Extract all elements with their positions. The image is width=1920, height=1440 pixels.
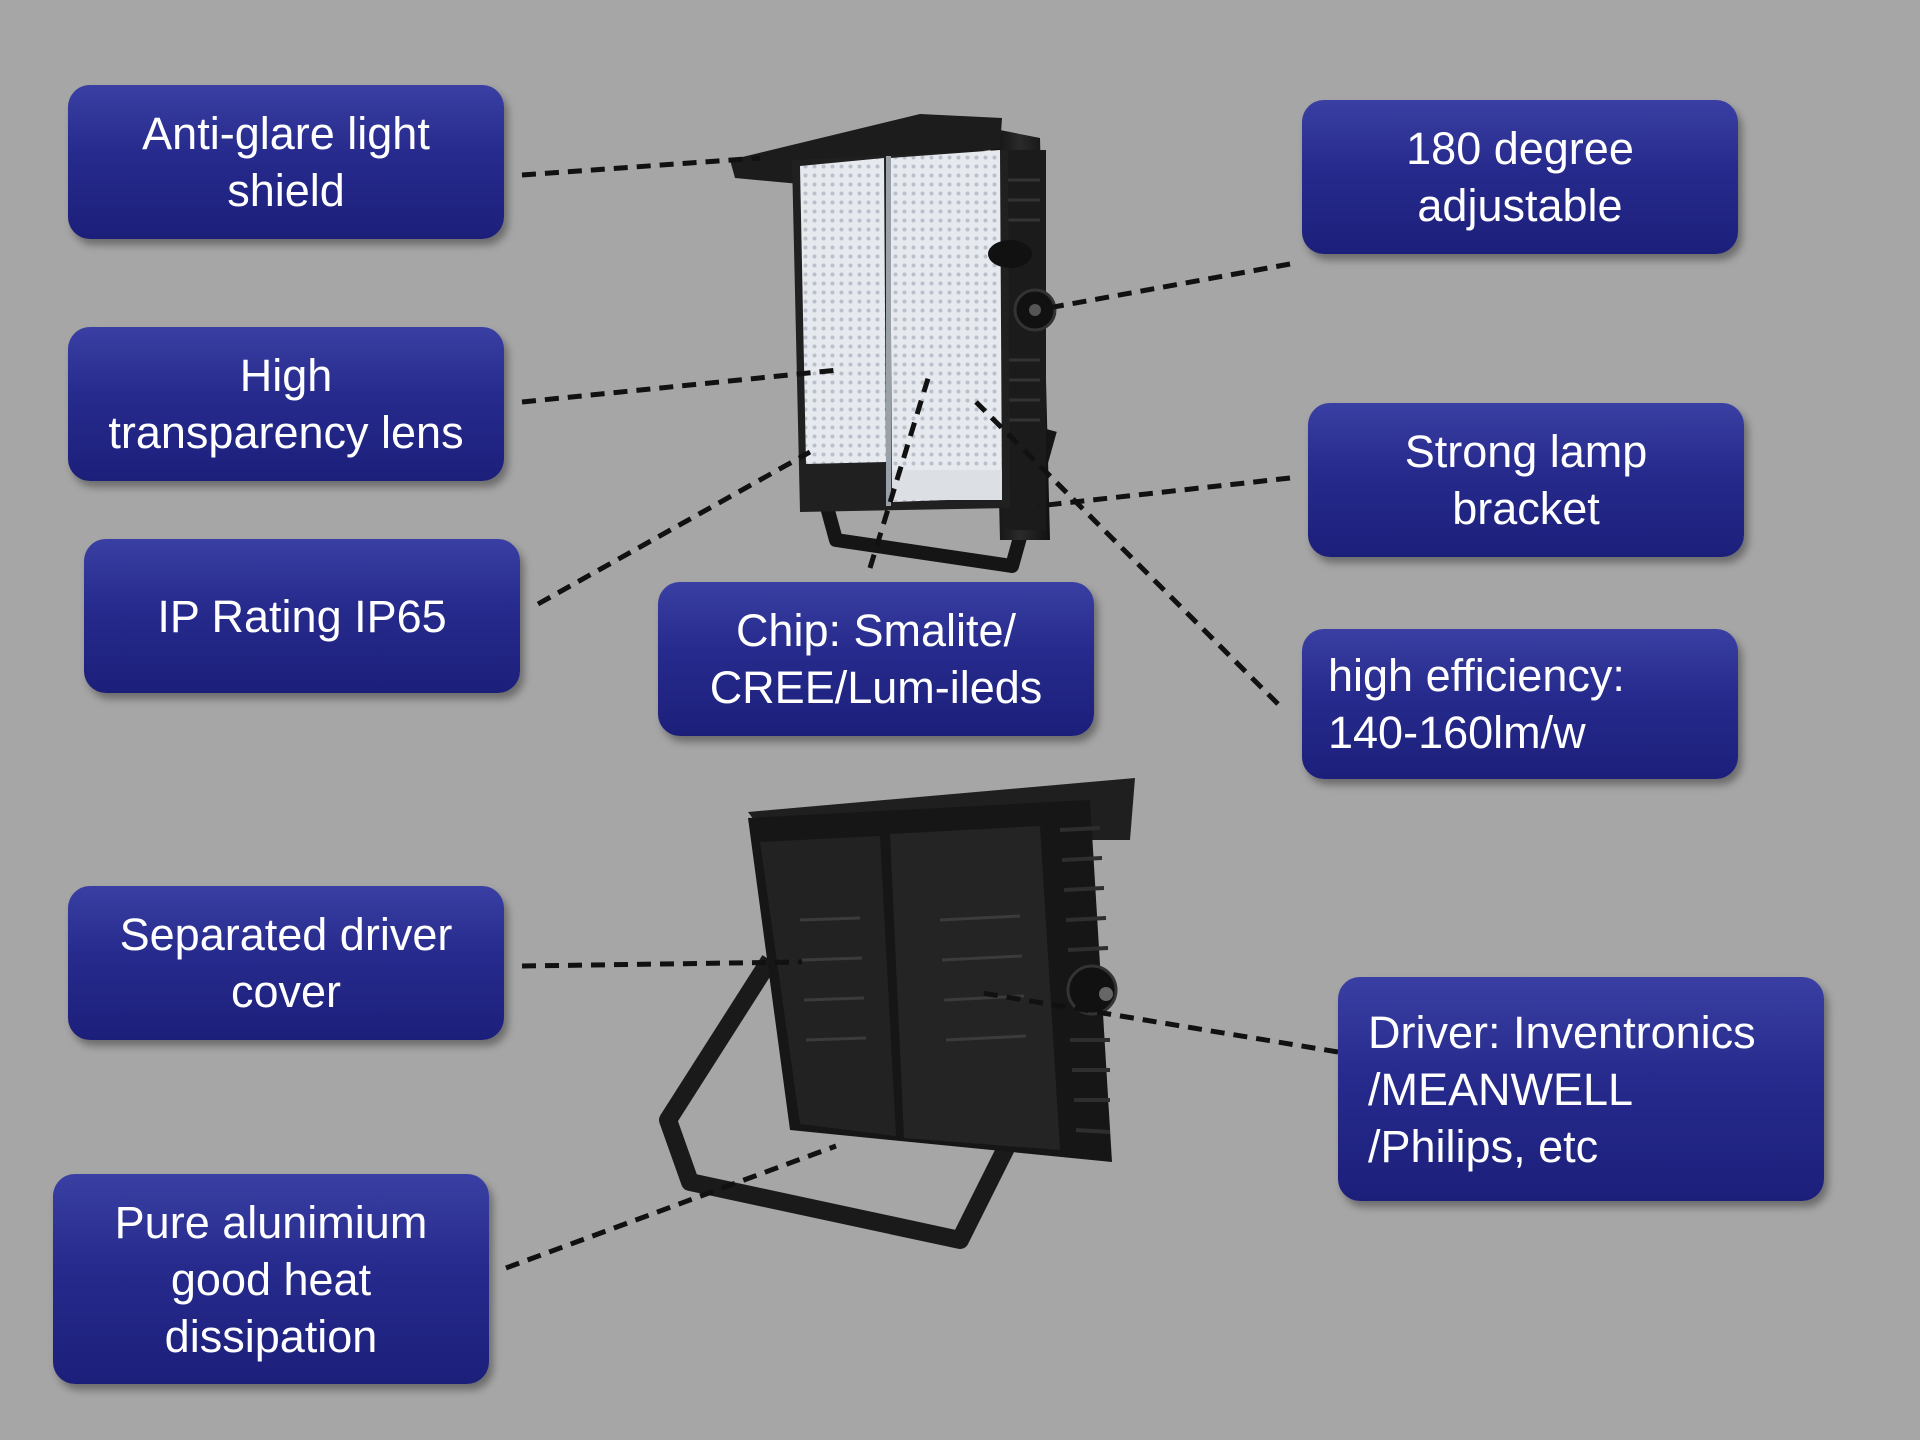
leader-efficiency (974, 400, 1280, 706)
callout-aluminium-line-1: Pure alunimium (114, 1196, 428, 1248)
callout-efficiency-line-2: 140-160lm/w (1328, 707, 1586, 758)
leader-bracket (1037, 475, 1291, 509)
leader-lines (505, 155, 1339, 1271)
callout-driver-cover-line-2: cover (230, 966, 342, 1017)
callout-adjustable-line-1: 180 degree (1406, 123, 1634, 174)
callout-anti-glare-line-2: shield (227, 165, 345, 216)
callout-efficiency-line-1: high efficiency: (1328, 650, 1625, 701)
callout-lens-line-2: transparency lens (108, 407, 464, 458)
callout-ip-rating-line-1: IP Rating IP65 (157, 590, 447, 642)
leader-driver-cover (521, 959, 803, 969)
callout-driver-cover-line-1: Separated driver (119, 909, 453, 960)
callout-bracket-line-1: Strong lamp (1404, 426, 1648, 477)
callout-transparency-lens: High transparency lens (68, 327, 504, 481)
rear-floodlight (659, 778, 1135, 1249)
leader-lens (521, 367, 839, 405)
leader-driver (975, 989, 1339, 1055)
leader-chip (867, 371, 933, 569)
leader-adjustable (1047, 261, 1291, 311)
front-led-panel-left (800, 158, 886, 464)
leader-ip-rating (536, 449, 812, 607)
callout-anti-glare-line-1: Anti-glare light (142, 108, 430, 159)
callout-driver-line-3: /Philips, etc (1368, 1120, 1599, 1172)
callout-180-degree-adjustable: 180 degree adjustable (1302, 100, 1738, 254)
callout-driver: Driver: Inventronics /MEANWELL /Philips,… (1338, 977, 1824, 1201)
callout-anti-glare-shield: Anti-glare light shield (68, 85, 504, 239)
callout-driver-line-1: Driver: Inventronics (1368, 1006, 1756, 1058)
callout-lens-line-1: High (239, 350, 333, 401)
callout-separated-driver-cover: Separated driver cover (68, 886, 504, 1040)
rear-driver-cover-right (890, 826, 1060, 1150)
leader-anti-glare (521, 155, 761, 178)
callout-chip: Chip: Smalite/ CREE/Lum-ileds (658, 582, 1094, 736)
callout-driver-line-2: /MEANWELL (1368, 1063, 1634, 1115)
rear-bracket (659, 955, 1089, 1249)
callout-aluminium-line-2: good heat (170, 1253, 372, 1305)
leader-aluminium (505, 1143, 837, 1271)
callout-ip-rating: IP Rating IP65 (84, 539, 520, 693)
callout-adjustable-line-2: adjustable (1417, 180, 1623, 231)
callout-high-efficiency: high efficiency: 140-160lm/w (1302, 629, 1738, 779)
callout-bracket-line-2: bracket (1452, 483, 1600, 534)
rear-pivot-knob (1066, 964, 1118, 1016)
callout-aluminium-line-3: dissipation (164, 1310, 378, 1362)
callout-chip-line-2: CREE/Lum-ileds (709, 662, 1043, 713)
callout-pure-aluminium: Pure alunimium good heat dissipation (53, 1174, 489, 1384)
callout-chip-line-1: Chip: Smalite/ (735, 605, 1017, 656)
rear-driver-cover-left (760, 836, 896, 1136)
callout-lamp-bracket: Strong lamp bracket (1308, 403, 1744, 557)
